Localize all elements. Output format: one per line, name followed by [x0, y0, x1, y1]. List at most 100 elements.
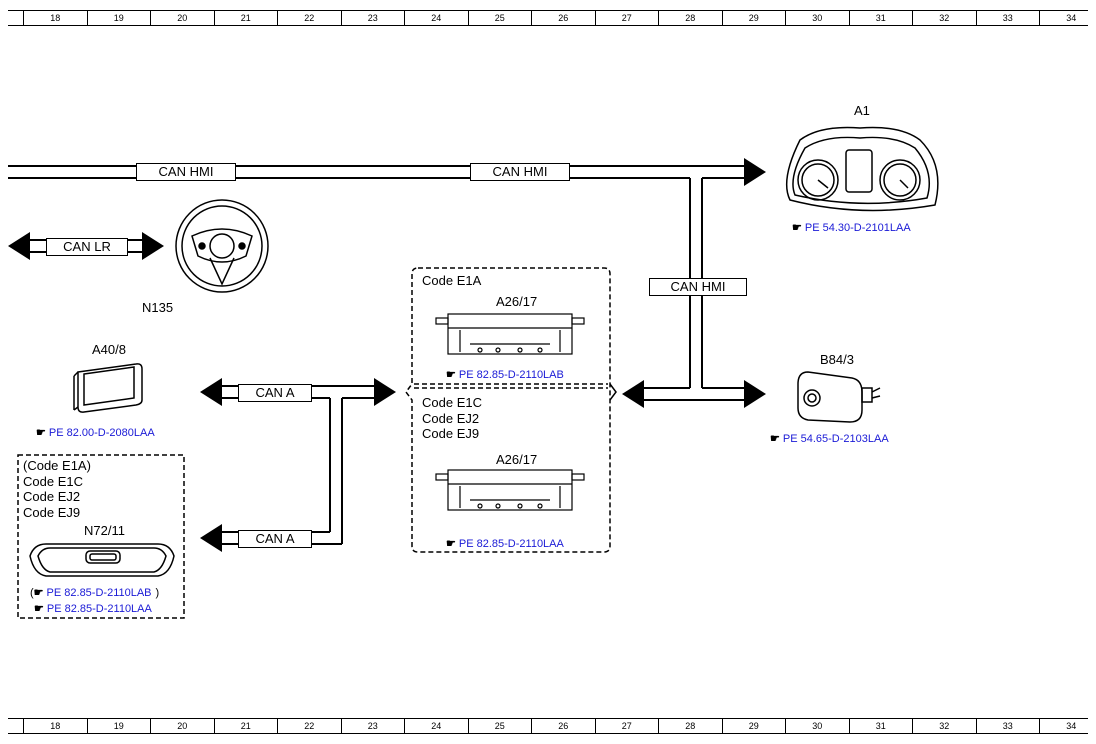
- steering-wheel-icon: [175, 199, 269, 293]
- code-item: (Code E1A): [23, 458, 91, 473]
- reference-link-a26-bottom[interactable]: ☛ PE 82.85-D-2110LAA: [446, 537, 564, 551]
- ruler-cell: 18: [23, 719, 87, 733]
- hand-pointer-icon: ☛: [34, 603, 44, 615]
- ruler-cell: 21: [213, 11, 278, 25]
- reference-text: PE 82.85-D-2110LAB: [458, 368, 564, 381]
- ruler-cell: 20: [150, 11, 214, 25]
- code-item: Code EJ9: [23, 504, 81, 520]
- ruler-cell: 26: [531, 11, 595, 25]
- ruler-cell: 27: [594, 11, 659, 25]
- ruler-cell: 30: [785, 719, 849, 733]
- ruler-cell: 23: [340, 719, 405, 733]
- hand-pointer-icon: ☛: [446, 538, 456, 550]
- hand-pointer-icon: ☛: [446, 369, 456, 381]
- ruler-cell: 25: [467, 11, 532, 25]
- reference-link-a40-8[interactable]: ☛ PE 82.00-D-2080LAA: [36, 426, 155, 440]
- display-icon: [73, 363, 143, 413]
- ruler-cell: 27: [594, 719, 659, 733]
- code-item: Code EJ2: [23, 489, 81, 504]
- code-list-a26-bottom: Code E1C Code EJ2 Code EJ9: [422, 395, 482, 442]
- ruler-cell: 22: [277, 719, 341, 733]
- ruler-cell: 22: [277, 11, 341, 25]
- can-a-bus: [218, 385, 378, 545]
- hand-pointer-icon: ☛: [770, 433, 780, 445]
- ruler-cell: 26: [531, 719, 595, 733]
- component-label-n72-11: N72/11: [84, 523, 125, 538]
- code-list-n72: (Code E1A) Code E1C Code EJ2 Code EJ9: [23, 458, 91, 520]
- ruler-cell: 19: [86, 719, 151, 733]
- bus-label-can-hmi: CAN HMI: [136, 163, 236, 181]
- hand-pointer-icon: ☛: [792, 222, 802, 234]
- camera-icon: [797, 371, 881, 423]
- arrow-b84: [744, 380, 766, 408]
- ruler-cell: 29: [721, 719, 786, 733]
- reference-link-n72-laa[interactable]: ☛ PE 82.85-D-2110LAA: [34, 602, 152, 616]
- ruler-cell: 18: [23, 11, 87, 25]
- ruler-cell: 19: [86, 11, 151, 25]
- ruler-cell: 28: [658, 719, 722, 733]
- ruler-cell: 24: [404, 11, 468, 25]
- reference-text: PE 82.85-D-2110LAB: [46, 586, 152, 599]
- reference-link-a26-top[interactable]: ☛ PE 82.85-D-2110LAB: [446, 368, 564, 382]
- ruler-cell: 20: [150, 719, 214, 733]
- arrow-can-lr-left: [8, 232, 30, 260]
- component-label-a40-8: A40/8: [92, 342, 126, 357]
- ruler-cell: 33: [975, 11, 1040, 25]
- component-label-a26-17: A26/17: [496, 294, 538, 309]
- bus-label-can-hmi: CAN HMI: [649, 278, 747, 296]
- bus-label-can-a: CAN A: [238, 530, 312, 548]
- ruler-cell: 30: [785, 11, 849, 25]
- hand-pointer-icon: ☛: [36, 427, 46, 439]
- ruler-cell: 28: [658, 11, 722, 25]
- n72-group-box: [17, 454, 185, 619]
- reference-link-b84-3[interactable]: ☛ PE 54.65-D-2103LAA: [770, 432, 889, 446]
- reference-text: PE 82.85-D-2110LAA: [46, 602, 152, 615]
- ruler-cell: 33: [975, 719, 1040, 733]
- code-item: Code E1A: [422, 273, 482, 288]
- component-label-n135: N135: [142, 300, 174, 315]
- ruler-cell: 31: [848, 11, 913, 25]
- ruler-cell: 25: [467, 719, 532, 733]
- a26-group-right-brace: [609, 383, 617, 401]
- module-icon-bottom: [435, 469, 585, 511]
- can-hmi-bus: [8, 165, 750, 401]
- a26-group-box: [405, 267, 611, 553]
- paren-close: ): [155, 586, 160, 599]
- hand-pointer-icon: ☛: [33, 587, 44, 599]
- code-item: Code EJ2: [422, 410, 480, 426]
- ruler-cell: 31: [848, 719, 913, 733]
- code-item: Code E1C: [23, 473, 83, 489]
- arrow-can-lr-right: [142, 232, 164, 260]
- module-icon-top: [435, 313, 585, 355]
- component-label-a26-17: A26/17: [496, 452, 538, 467]
- ruler-cell: 24: [404, 719, 468, 733]
- ruler-cell: 32: [912, 719, 976, 733]
- code-list-a26-top: Code E1A: [422, 273, 481, 289]
- paren-open: (: [30, 586, 34, 599]
- bus-label-can-lr: CAN LR: [46, 238, 128, 256]
- reference-link-a1[interactable]: ☛ PE 54.30-D-2101LAA: [792, 221, 911, 235]
- component-label-b84-3: B84/3: [820, 352, 854, 367]
- overhead-panel-icon: [29, 543, 175, 577]
- bus-label-can-a: CAN A: [238, 384, 312, 402]
- arrow-a26-right: [622, 380, 644, 408]
- reference-link-n72-lab[interactable]: ( ☛ PE 82.85-D-2110LAB ): [30, 586, 160, 600]
- reference-text: PE 54.30-D-2101LAA: [804, 221, 911, 234]
- code-item: Code E1C: [422, 395, 482, 410]
- arrow-a26-left: [374, 378, 396, 406]
- arrow-a1: [744, 158, 766, 186]
- component-label-a1: A1: [854, 103, 870, 118]
- ruler-cell: 29: [721, 11, 786, 25]
- ruler-cell: 34: [1039, 11, 1096, 25]
- instrument-cluster-icon: [785, 126, 939, 212]
- arrow-a40-left: [200, 378, 222, 406]
- arrow-n72-left: [200, 524, 222, 552]
- ruler-cell: 23: [340, 11, 405, 25]
- ruler-cell: 34: [1039, 719, 1096, 733]
- ruler-cell: 32: [912, 11, 976, 25]
- reference-text: PE 82.85-D-2110LAA: [458, 537, 564, 550]
- code-item: Code EJ9: [422, 426, 480, 441]
- ruler-cell: 21: [213, 719, 278, 733]
